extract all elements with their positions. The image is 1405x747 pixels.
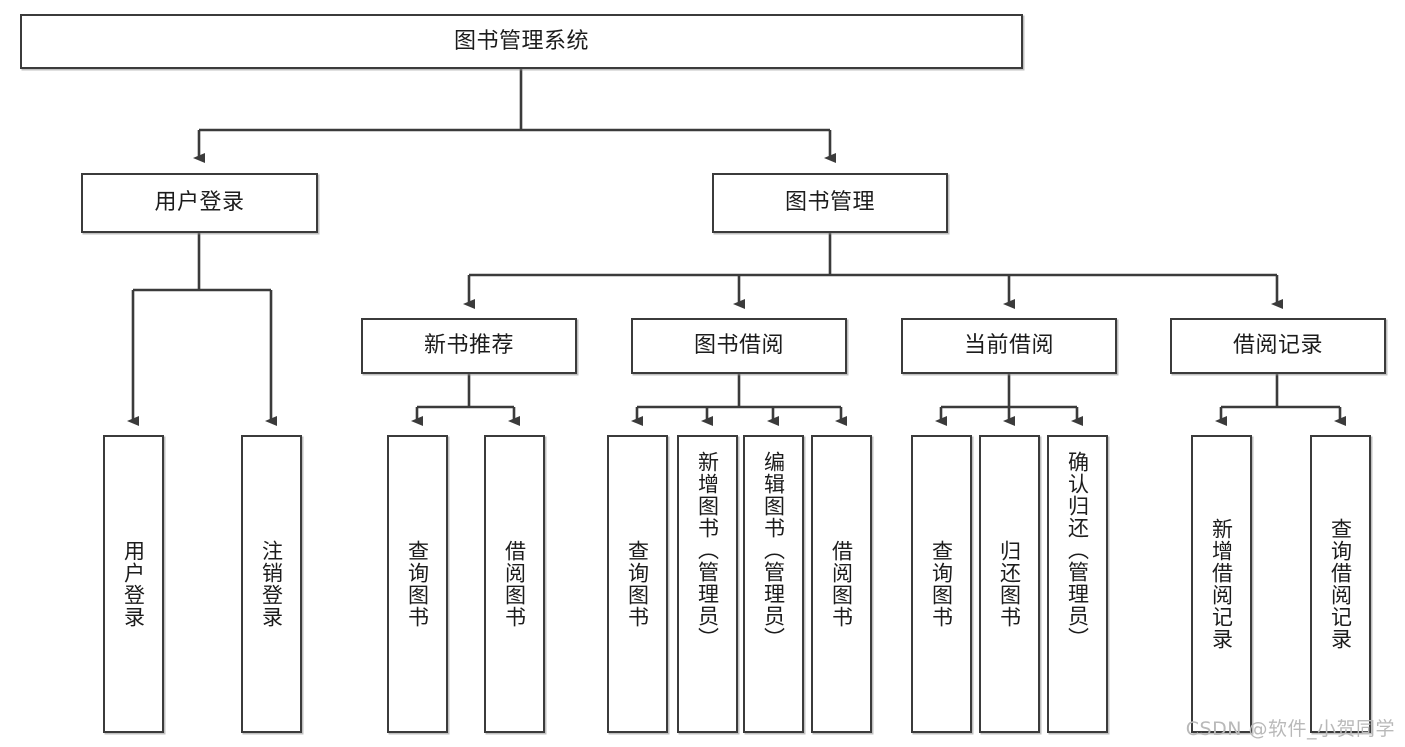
node-label: 图书管理 [784, 190, 875, 216]
node-borrow-record[interactable]: 借阅记录 [1170, 318, 1386, 374]
leaf-book-borrow-add-book[interactable]: 新增图书（管理员） [677, 435, 738, 733]
node-root-book-management-system[interactable]: 图书管理系统 [20, 14, 1023, 69]
node-label: 编辑图书（管理员） [761, 451, 786, 649]
node-label: 确认归还（管理员） [1065, 451, 1090, 649]
leaf-book-borrow-edit-book[interactable]: 编辑图书（管理员） [743, 435, 804, 733]
node-label: 归还图书 [997, 540, 1022, 628]
node-label: 注销登录 [259, 540, 284, 628]
node-book-borrow[interactable]: 图书借阅 [631, 318, 847, 374]
leaf-borrow-record-query-record[interactable]: 查询借阅记录 [1310, 435, 1371, 733]
node-label: 用户登录 [121, 540, 146, 628]
leaf-current-borrow-query-book[interactable]: 查询图书 [911, 435, 972, 733]
node-label: 用户登录 [154, 190, 245, 216]
node-book-management[interactable]: 图书管理 [712, 173, 948, 233]
leaf-user-login-login[interactable]: 用户登录 [103, 435, 164, 733]
node-current-borrow[interactable]: 当前借阅 [901, 318, 1117, 374]
node-user-login[interactable]: 用户登录 [81, 173, 318, 233]
node-label: 新增借阅记录 [1209, 518, 1234, 650]
node-new-book-recommend[interactable]: 新书推荐 [361, 318, 577, 374]
leaf-current-borrow-return-book[interactable]: 归还图书 [979, 435, 1040, 733]
leaf-borrow-record-add-record[interactable]: 新增借阅记录 [1191, 435, 1252, 733]
node-label: 借阅记录 [1232, 333, 1323, 359]
leaf-new-book-borrow-book[interactable]: 借阅图书 [484, 435, 545, 733]
watermark-text: CSDN @软件_小贺同学 [1185, 718, 1395, 740]
node-label: 查询借阅记录 [1328, 518, 1353, 650]
leaf-new-book-query-book[interactable]: 查询图书 [387, 435, 448, 733]
node-label: 借阅图书 [502, 540, 527, 628]
leaf-current-borrow-confirm-return[interactable]: 确认归还（管理员） [1047, 435, 1108, 733]
node-label: 图书管理系统 [453, 28, 589, 54]
leaf-book-borrow-borrow-book[interactable]: 借阅图书 [811, 435, 872, 733]
node-label: 图书借阅 [693, 333, 784, 359]
node-label: 查询图书 [405, 540, 430, 628]
leaf-book-borrow-query-book[interactable]: 查询图书 [607, 435, 668, 733]
node-label: 借阅图书 [829, 540, 854, 628]
node-label: 当前借阅 [963, 333, 1054, 359]
node-label: 新书推荐 [423, 333, 514, 359]
node-label: 查询图书 [625, 540, 650, 628]
node-label: 新增图书（管理员） [695, 451, 720, 649]
node-label: 查询图书 [929, 540, 954, 628]
leaf-user-login-logout[interactable]: 注销登录 [241, 435, 302, 733]
